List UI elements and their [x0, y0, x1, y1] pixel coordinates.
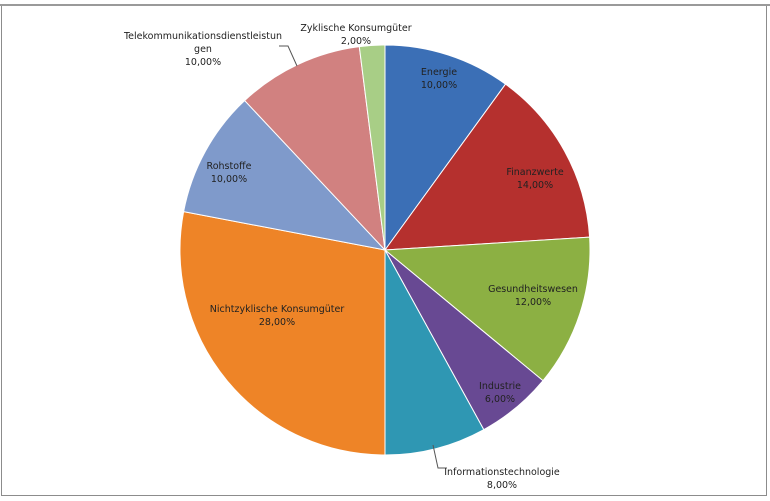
- pie-slice-energie: [384, 44, 507, 252]
- data-label-category: Rohstoffe: [206, 161, 252, 172]
- chart-frame: [1, 6, 767, 496]
- data-label: Industrie 6,00%: [479, 380, 521, 406]
- top-border: [0, 4, 770, 6]
- data-label: Gesundheitswesen 12,00%: [488, 283, 578, 309]
- pie-slice-gesundheitswesen: [383, 236, 591, 382]
- pie-slice-informationstechnologie: [384, 249, 485, 456]
- data-label-value: 10,00%: [184, 57, 222, 68]
- data-label: Rohstoffe 10,00%: [207, 160, 252, 186]
- data-label: Zyklische Konsumgüter 2,00%: [300, 22, 411, 48]
- data-label-value: 2,00%: [340, 36, 372, 47]
- data-label: Telekommunikationsdienstleistun gen 10,00%: [124, 30, 282, 69]
- leader-line: [279, 45, 298, 67]
- data-label: Nichtzyklische Konsumgüter 28,00%: [210, 303, 345, 329]
- data-label-category: Zyklische Konsumgüter: [300, 23, 412, 34]
- data-label: Informationstechnologie 8,00%: [444, 466, 560, 492]
- data-label-category: Nichtzyklische Konsumgüter: [209, 304, 345, 315]
- data-label-category: Energie: [420, 67, 458, 78]
- leader-line: [432, 444, 447, 469]
- data-label: Finanzwerte 14,00%: [506, 166, 563, 192]
- data-label-category: Informationstechnologie: [444, 467, 560, 478]
- data-label-value: 28,00%: [258, 317, 296, 328]
- data-label-value: 6,00%: [484, 394, 516, 405]
- data-label-value: 12,00%: [514, 297, 552, 308]
- data-label: Energie 10,00%: [421, 66, 457, 92]
- data-label-value: 8,00%: [486, 480, 518, 491]
- data-label-category: gen: [194, 44, 212, 55]
- data-label-value: 10,00%: [420, 80, 458, 91]
- pie-slice-zyklische-konsumg-ter: [358, 44, 386, 251]
- data-label-value: 10,00%: [210, 174, 248, 185]
- pie-slice-nichtzyklische-konsumg-ter: [179, 211, 386, 456]
- data-label-category: Telekommunikationsdienstleistun: [123, 31, 283, 42]
- pie-slice-telekommunikationsdienstleistungen: [243, 46, 386, 252]
- data-label-category: Gesundheitswesen: [488, 284, 578, 295]
- pie-slice-rohstoffe: [183, 99, 387, 251]
- data-label-category: Industrie: [479, 381, 521, 392]
- data-label-category: Finanzwerte: [506, 167, 564, 178]
- data-label-value: 14,00%: [516, 180, 554, 191]
- pie-slice-finanzwerte: [383, 83, 591, 251]
